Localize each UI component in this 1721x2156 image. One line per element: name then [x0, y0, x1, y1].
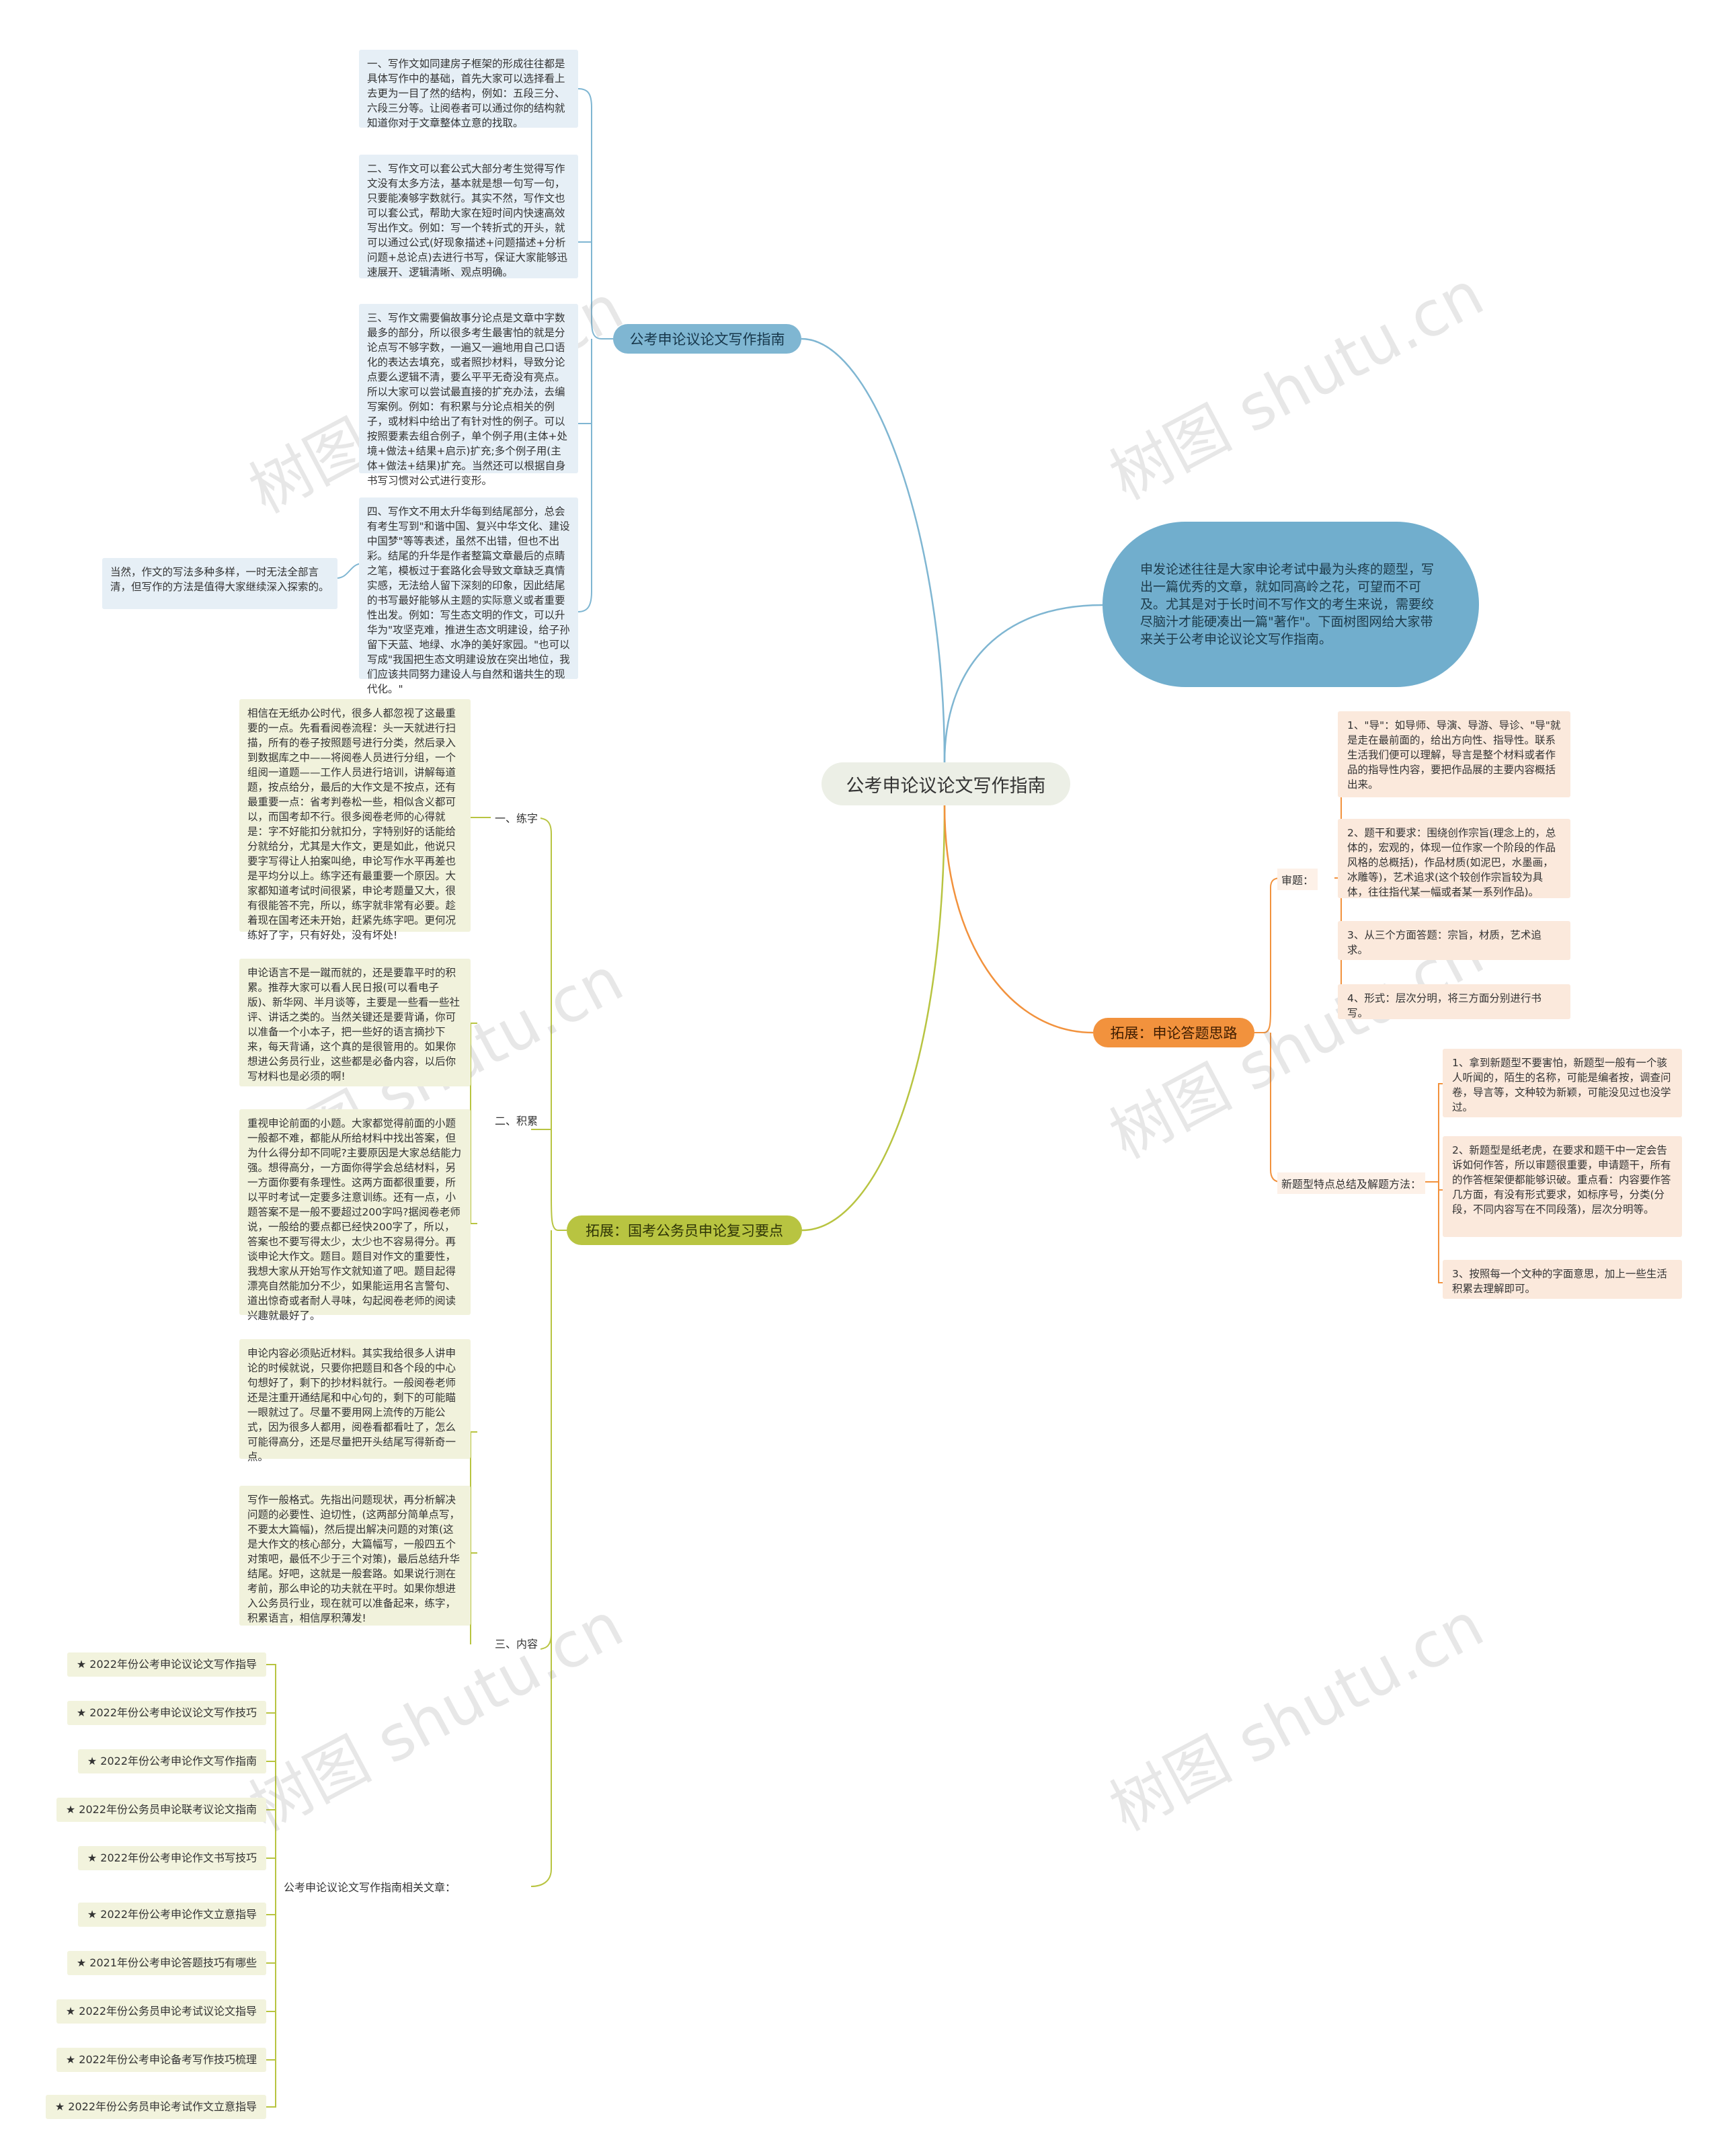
link-root-guide	[801, 337, 946, 763]
related-article-link[interactable]: ★ 2022年份公务员申论考试作文立意指导	[45, 2095, 266, 2119]
related-article-link[interactable]: ★ 2022年份公务员申论考试议论文指导	[56, 1999, 266, 2024]
guide-point-2[interactable]: 二、写作文可以套公式大部分考生觉得写作文没有太多方法，基本就是想一句写一句，只要…	[359, 155, 578, 278]
intro-text: 申发论述往往是大家申论考试中最为头疼的题型，写出一篇优秀的文章，就如同高岭之花，…	[1140, 562, 1435, 647]
ideas-new-type-point-3[interactable]: 3、按照每一个文种的字面意思，加上一些生活积累去理解即可。	[1443, 1260, 1682, 1299]
review-section-3-label[interactable]: 三、内容	[492, 1635, 541, 1651]
root-topic[interactable]: 公考申论议论文写作指南	[822, 762, 1070, 805]
ideas-new-type-point-1[interactable]: 1、拿到新题型不要害怕，新题型一般有一个骇人听闻的，陌生的名称，可能是编者按，调…	[1443, 1049, 1682, 1117]
related-article-link[interactable]: ★ 2022年份公考申论作文立意指导	[77, 1903, 266, 1927]
link-ideas-bracket	[1254, 877, 1281, 1183]
branch-review-points[interactable]: 拓展：国考公务员申论复习要点	[567, 1215, 802, 1245]
related-articles-label[interactable]: 公考申论议论文写作指南相关文章：	[281, 1878, 459, 1894]
review-accumulate-text-2[interactable]: 重视申论前面的小题。大家都觉得前面的小题一般都不难，都能从所给材料中找出答案，但…	[239, 1109, 471, 1322]
link-root-intro	[943, 604, 1103, 763]
branch-writing-guide[interactable]: 公考申论议论文写作指南	[613, 324, 801, 354]
link-root-ideas	[943, 805, 1094, 1034]
related-article-link[interactable]: ★ 2022年份公考申论作文书写技巧	[77, 1846, 266, 1870]
guide-point-3[interactable]: 三、写作文需要偏故事分论点是文章中字数最多的部分，所以很多考生最害怕的就是分论点…	[359, 304, 578, 487]
related-article-link[interactable]: ★ 2022年份公务员申论联考议论文指南	[56, 1798, 266, 1822]
ideas-review-label[interactable]: 审题：	[1277, 869, 1318, 890]
review-practice-text[interactable]: 相信在无纸办公时代，很多人都忽视了这最重要的一点。先看看阅卷流程：头一天就进行扫…	[239, 699, 471, 941]
ideas-review-point-4[interactable]: 4、形式：层次分明，将三方面分别进行书写。	[1338, 984, 1570, 1019]
link-review-links	[530, 1634, 552, 1887]
review-section-1-label[interactable]: 一、练字	[492, 809, 541, 826]
related-article-link[interactable]: ★ 2022年份公考申论备考写作技巧梳理	[56, 2048, 266, 2072]
ideas-review-point-2[interactable]: 2、题干和要求：围绕创作宗旨(理念上的，总体的，宏观的，体现一位作家一个阶段的作…	[1338, 819, 1570, 898]
review-section-2-label[interactable]: 二、积累	[492, 1112, 541, 1128]
review-content-text-2[interactable]: 写作一般格式。先指出问题现状，再分析解决问题的必要性、迫切性，(这两部分简单点写…	[239, 1486, 471, 1626]
related-article-link[interactable]: ★ 2022年份公考申论议论文写作技巧	[67, 1701, 266, 1725]
link-root-review	[801, 805, 946, 1232]
ideas-new-type-point-2[interactable]: 2、新题型是纸老虎，在要求和题干中一定会告诉如何作答，所以审题很重要，申请题干，…	[1443, 1136, 1682, 1237]
ideas-review-point-1[interactable]: 1、"导"：如导师、导演、导游、导诊、"导"就是走在最前面的，给出方向性、指导性…	[1338, 711, 1570, 797]
review-content-text-1[interactable]: 申论内容必须贴近材料。其实我给很多人讲申论的时候就说，只要你把题目和各个段的中心…	[239, 1339, 471, 1463]
related-article-link[interactable]: ★ 2021年份公考申论答题技巧有哪些	[67, 1951, 266, 1975]
guide-point-1[interactable]: 一、写作文如同建房子框架的形成往往都是具体写作中的基础，首先大家可以选择看上去更…	[359, 50, 578, 129]
branch-answer-ideas[interactable]: 拓展：申论答题思路	[1093, 1018, 1254, 1047]
link-review-bracket	[530, 817, 567, 1650]
link-guide-bracket	[577, 88, 613, 612]
related-article-link[interactable]: ★ 2022年份公考申论议论文写作指导	[67, 1652, 266, 1677]
intro-bubble[interactable]: 申发论述往往是大家申论考试中最为头疼的题型，写出一篇优秀的文章，就如同高岭之花，…	[1103, 522, 1479, 687]
ideas-review-point-3[interactable]: 3、从三个方面答题：宗旨，材质，艺术追求。	[1338, 921, 1570, 960]
review-accumulate-text-1[interactable]: 申论语言不是一蹴而就的，还是要靠平时的积累。推荐大家可以看人民日报(可以看电子版…	[239, 959, 471, 1086]
related-article-link[interactable]: ★ 2022年份公考申论作文写作指南	[77, 1749, 266, 1773]
guide-conclusion[interactable]: 当然，作文的写法多种多样，一时无法全部言清，但写作的方法是值得大家继续深入探索的…	[102, 558, 337, 609]
guide-point-4[interactable]: 四、写作文不用太升华每到结尾部分，总会有考生写到"和谐中国、复兴中华文化、建设中…	[359, 497, 578, 695]
ideas-new-type-label[interactable]: 新题型特点总结及解题方法：	[1277, 1172, 1426, 1194]
